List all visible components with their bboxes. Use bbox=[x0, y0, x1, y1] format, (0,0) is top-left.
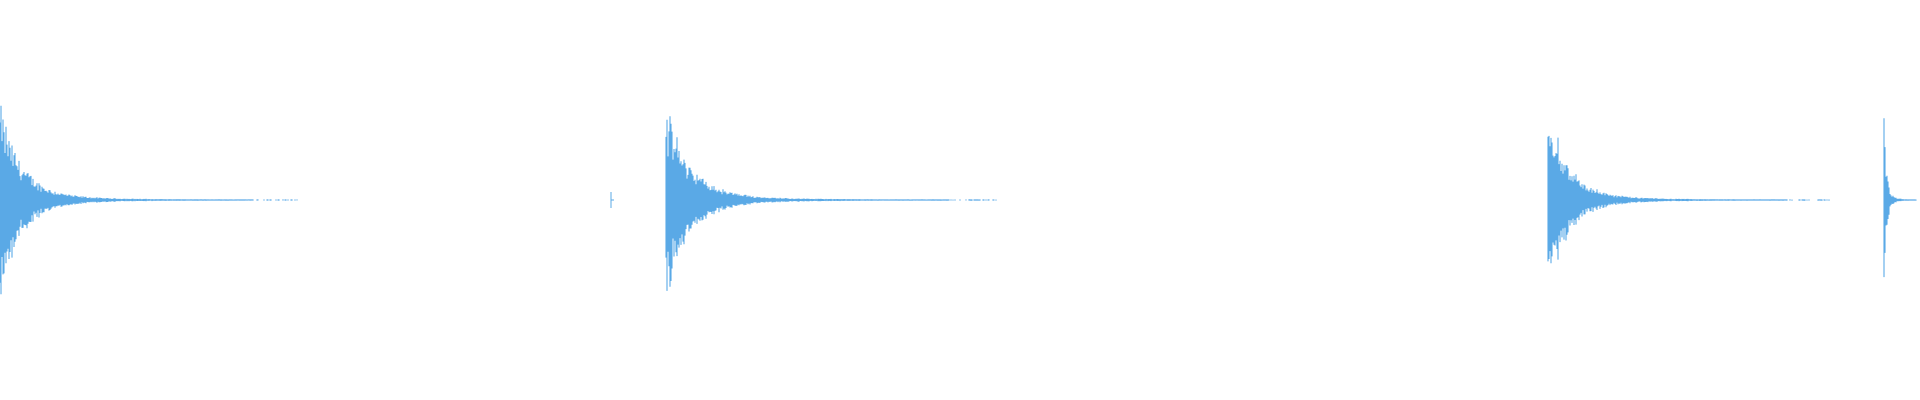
waveform-envelope bbox=[1883, 118, 1917, 278]
waveform-peaks bbox=[0, 105, 1917, 295]
waveform-transient-1 bbox=[0, 105, 298, 295]
waveform-transient-2 bbox=[665, 116, 997, 291]
waveform-transient-3 bbox=[1547, 135, 1830, 264]
waveform-envelope bbox=[665, 116, 997, 291]
waveform-envelope bbox=[1547, 135, 1830, 264]
waveform-envelope bbox=[0, 105, 298, 295]
waveform-transient-4 bbox=[1883, 118, 1917, 278]
